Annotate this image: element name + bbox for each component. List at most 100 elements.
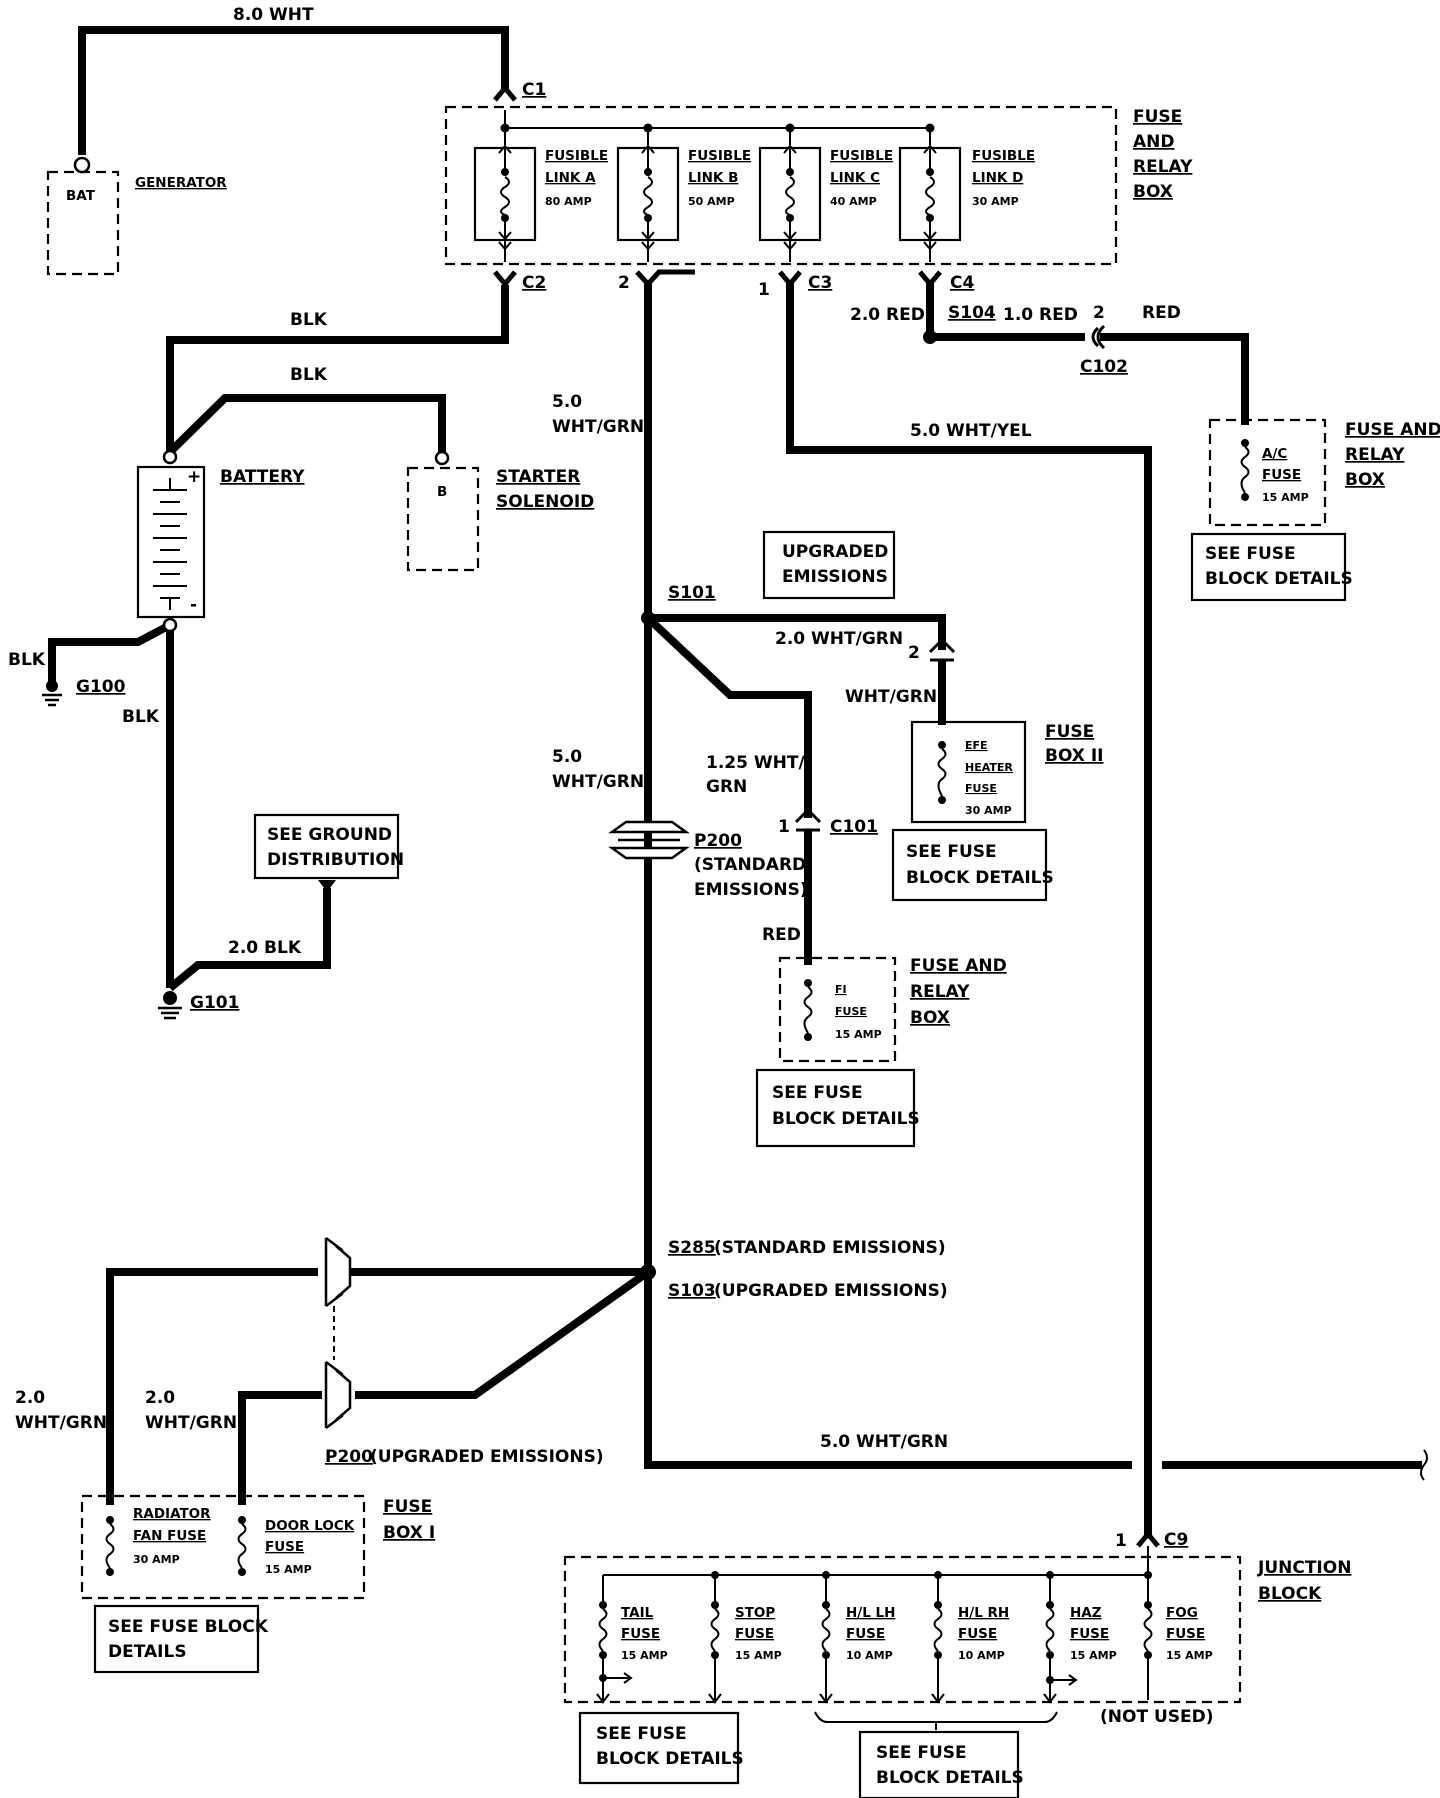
wire-2-0-wht-grn-rad-b bbox=[106, 1268, 318, 1505]
hl-lh-fuse-rating: 10 AMP bbox=[846, 1649, 893, 1662]
splice-s104 bbox=[923, 330, 937, 344]
p200-upgraded-name: P200 bbox=[325, 1447, 373, 1467]
pin-label: 2 bbox=[908, 643, 920, 663]
hl-lh-fuse-name: H/L LH bbox=[846, 1605, 895, 1621]
wire-label-2-0-wht-grn-rad: 2.0 bbox=[15, 1388, 45, 1408]
splice-s104-label: S104 bbox=[948, 303, 996, 323]
ac-fuse-note-box bbox=[1190, 532, 1347, 602]
fi-fuse-note: BLOCK DETAILS bbox=[772, 1109, 920, 1129]
wire-2-0-blk bbox=[167, 888, 331, 992]
connector-c102-icon bbox=[1091, 324, 1106, 350]
ac-fuse-box-label: BOX bbox=[1345, 470, 1385, 490]
svg-text:FUSIBLE: FUSIBLE bbox=[688, 148, 751, 164]
wire-label-5-0-wht-yel: 5.0 WHT/YEL bbox=[910, 421, 1032, 441]
fi-fuse-box-label: BOX bbox=[910, 1008, 950, 1028]
junction-bus bbox=[603, 1546, 1149, 1576]
haz-fuse-icon bbox=[1043, 1571, 1078, 1704]
fuse-box-1-label: FUSE bbox=[383, 1497, 432, 1517]
wire-label-1-25-wht-grn: 1.25 WHT/ bbox=[706, 753, 805, 773]
svg-text:LINK B: LINK B bbox=[688, 170, 738, 186]
starter-pin: B bbox=[437, 484, 447, 500]
fuse-box-1 bbox=[80, 1494, 366, 1600]
connector-c1-icon bbox=[493, 84, 517, 102]
splice-s101-label: S101 bbox=[668, 583, 716, 603]
tail-fuse-icon bbox=[596, 1575, 633, 1704]
wire-1-25-wht-grn bbox=[645, 615, 812, 818]
p200-standard-note: (STANDARD bbox=[694, 855, 806, 875]
fi-fuse-icon bbox=[803, 979, 813, 1041]
wire-label-8-0-wht: 8.0 WHT bbox=[233, 5, 314, 25]
ground-g101-icon bbox=[158, 991, 182, 1020]
ground-distribution-arrow-icon bbox=[318, 880, 336, 892]
battery-plus: + bbox=[187, 467, 201, 487]
svg-text:LINK A: LINK A bbox=[545, 170, 596, 186]
p200-upgraded-note: (UPGRADED EMISSIONS) bbox=[370, 1447, 604, 1467]
junction-block-label: BLOCK bbox=[1258, 1584, 1322, 1604]
wire-label-5-0-wht-grn: 5.0 bbox=[552, 747, 582, 767]
wire-label-5-0-wht-grn: WHT/GRN bbox=[552, 417, 644, 437]
bus-dot bbox=[925, 123, 935, 133]
connector-c9-label: C9 bbox=[1164, 1530, 1188, 1550]
efe-fuse-note: SEE FUSE bbox=[906, 842, 997, 862]
haz-fuse-name: HAZ bbox=[1070, 1605, 1102, 1621]
pin-label: 1 bbox=[758, 280, 770, 300]
efe-fuse-box-label: BOX II bbox=[1045, 746, 1103, 766]
radiator-fan-fuse-rating: 30 AMP bbox=[133, 1553, 180, 1566]
door-lock-fuse-name: DOOR LOCK bbox=[265, 1518, 355, 1534]
wire-label-red: RED bbox=[1142, 303, 1181, 323]
ac-fuse-icon bbox=[1240, 439, 1250, 501]
ground-distribution-note: DISTRIBUTION bbox=[267, 850, 404, 870]
fuse-bus-top bbox=[505, 127, 931, 145]
wire-label-blk: BLK bbox=[122, 707, 160, 727]
wire-blk-g100 bbox=[48, 621, 172, 685]
battery-cells-icon bbox=[153, 478, 187, 610]
junction-note-mid: BLOCK DETAILS bbox=[876, 1768, 1024, 1788]
fusible-link-a: FUSIBLE LINK A 80 AMP bbox=[473, 144, 608, 262]
connector-c2-icon bbox=[493, 270, 517, 288]
fusible-link-b: FUSIBLE LINK B 50 AMP bbox=[616, 144, 751, 262]
door-lock-fuse-name: FUSE bbox=[265, 1539, 304, 1555]
connector-c1-label: C1 bbox=[522, 80, 546, 100]
efe-fuse-note-box bbox=[891, 828, 1048, 902]
fuse-box-1-note-box bbox=[93, 1604, 260, 1674]
ac-fuse-box bbox=[1208, 418, 1327, 527]
splice-s285-label: S285 bbox=[668, 1238, 716, 1258]
starter-label: STARTER bbox=[496, 467, 580, 487]
fusible-link-c: FUSIBLE LINK C 40 AMP bbox=[758, 144, 893, 262]
pin-label: 1 bbox=[778, 817, 790, 837]
stop-fuse-icon bbox=[708, 1571, 722, 1704]
splice-s103-label: S103 bbox=[668, 1281, 716, 1301]
wire-label-5-0-wht-grn-bottom: 5.0 WHT/GRN bbox=[820, 1432, 948, 1452]
p200-standard-note: EMISSIONS) bbox=[694, 880, 808, 900]
efe-fuse-box-label: FUSE bbox=[1045, 722, 1094, 742]
hl-lh-fuse-icon bbox=[819, 1571, 833, 1704]
door-lock-fuse-rating: 15 AMP bbox=[265, 1563, 312, 1576]
junction-note-mid: SEE FUSE bbox=[876, 1743, 967, 1763]
efe-fuse-note: BLOCK DETAILS bbox=[906, 868, 1054, 888]
fog-fuse-name: FUSE bbox=[1166, 1626, 1205, 1642]
starter-terminal bbox=[434, 450, 450, 466]
wire-label-2-0-wht-grn-door: 2.0 bbox=[145, 1388, 175, 1408]
pin-label: 2 bbox=[1093, 303, 1105, 323]
haz-fuse-rating: 15 AMP bbox=[1070, 1649, 1117, 1662]
ac-fuse-box-label: RELAY bbox=[1345, 445, 1405, 465]
connector-p200-upgraded-icon bbox=[324, 1237, 352, 1429]
wire-5-0-wht-grn-trunk bbox=[644, 283, 1132, 1469]
ac-fuse-note: SEE FUSE bbox=[1205, 544, 1296, 564]
ground-g101-label: G101 bbox=[190, 993, 239, 1013]
wire-blk-c2 bbox=[166, 285, 509, 452]
fi-fuse-note: SEE FUSE bbox=[772, 1083, 863, 1103]
generator-label: GENERATOR bbox=[135, 175, 227, 191]
svg-text:40 AMP: 40 AMP bbox=[830, 195, 877, 208]
fuse-box-1-note: DETAILS bbox=[108, 1642, 187, 1662]
wire-label-1-0-red: 1.0 RED bbox=[1003, 305, 1078, 325]
efe-fuse-rating: 30 AMP bbox=[965, 804, 1012, 817]
upgraded-emissions-label: UPGRADED bbox=[782, 542, 888, 562]
radiator-fan-fuse-name: FAN FUSE bbox=[133, 1528, 206, 1544]
efe-fuse-name: EFE bbox=[965, 739, 988, 752]
wire-label-5-0-wht-grn: 5.0 bbox=[552, 392, 582, 412]
wire-label-2-0-red: 2.0 RED bbox=[850, 305, 925, 325]
efe-fuse-name: HEATER bbox=[965, 761, 1013, 774]
junction-block-label: JUNCTION bbox=[1257, 1558, 1351, 1578]
